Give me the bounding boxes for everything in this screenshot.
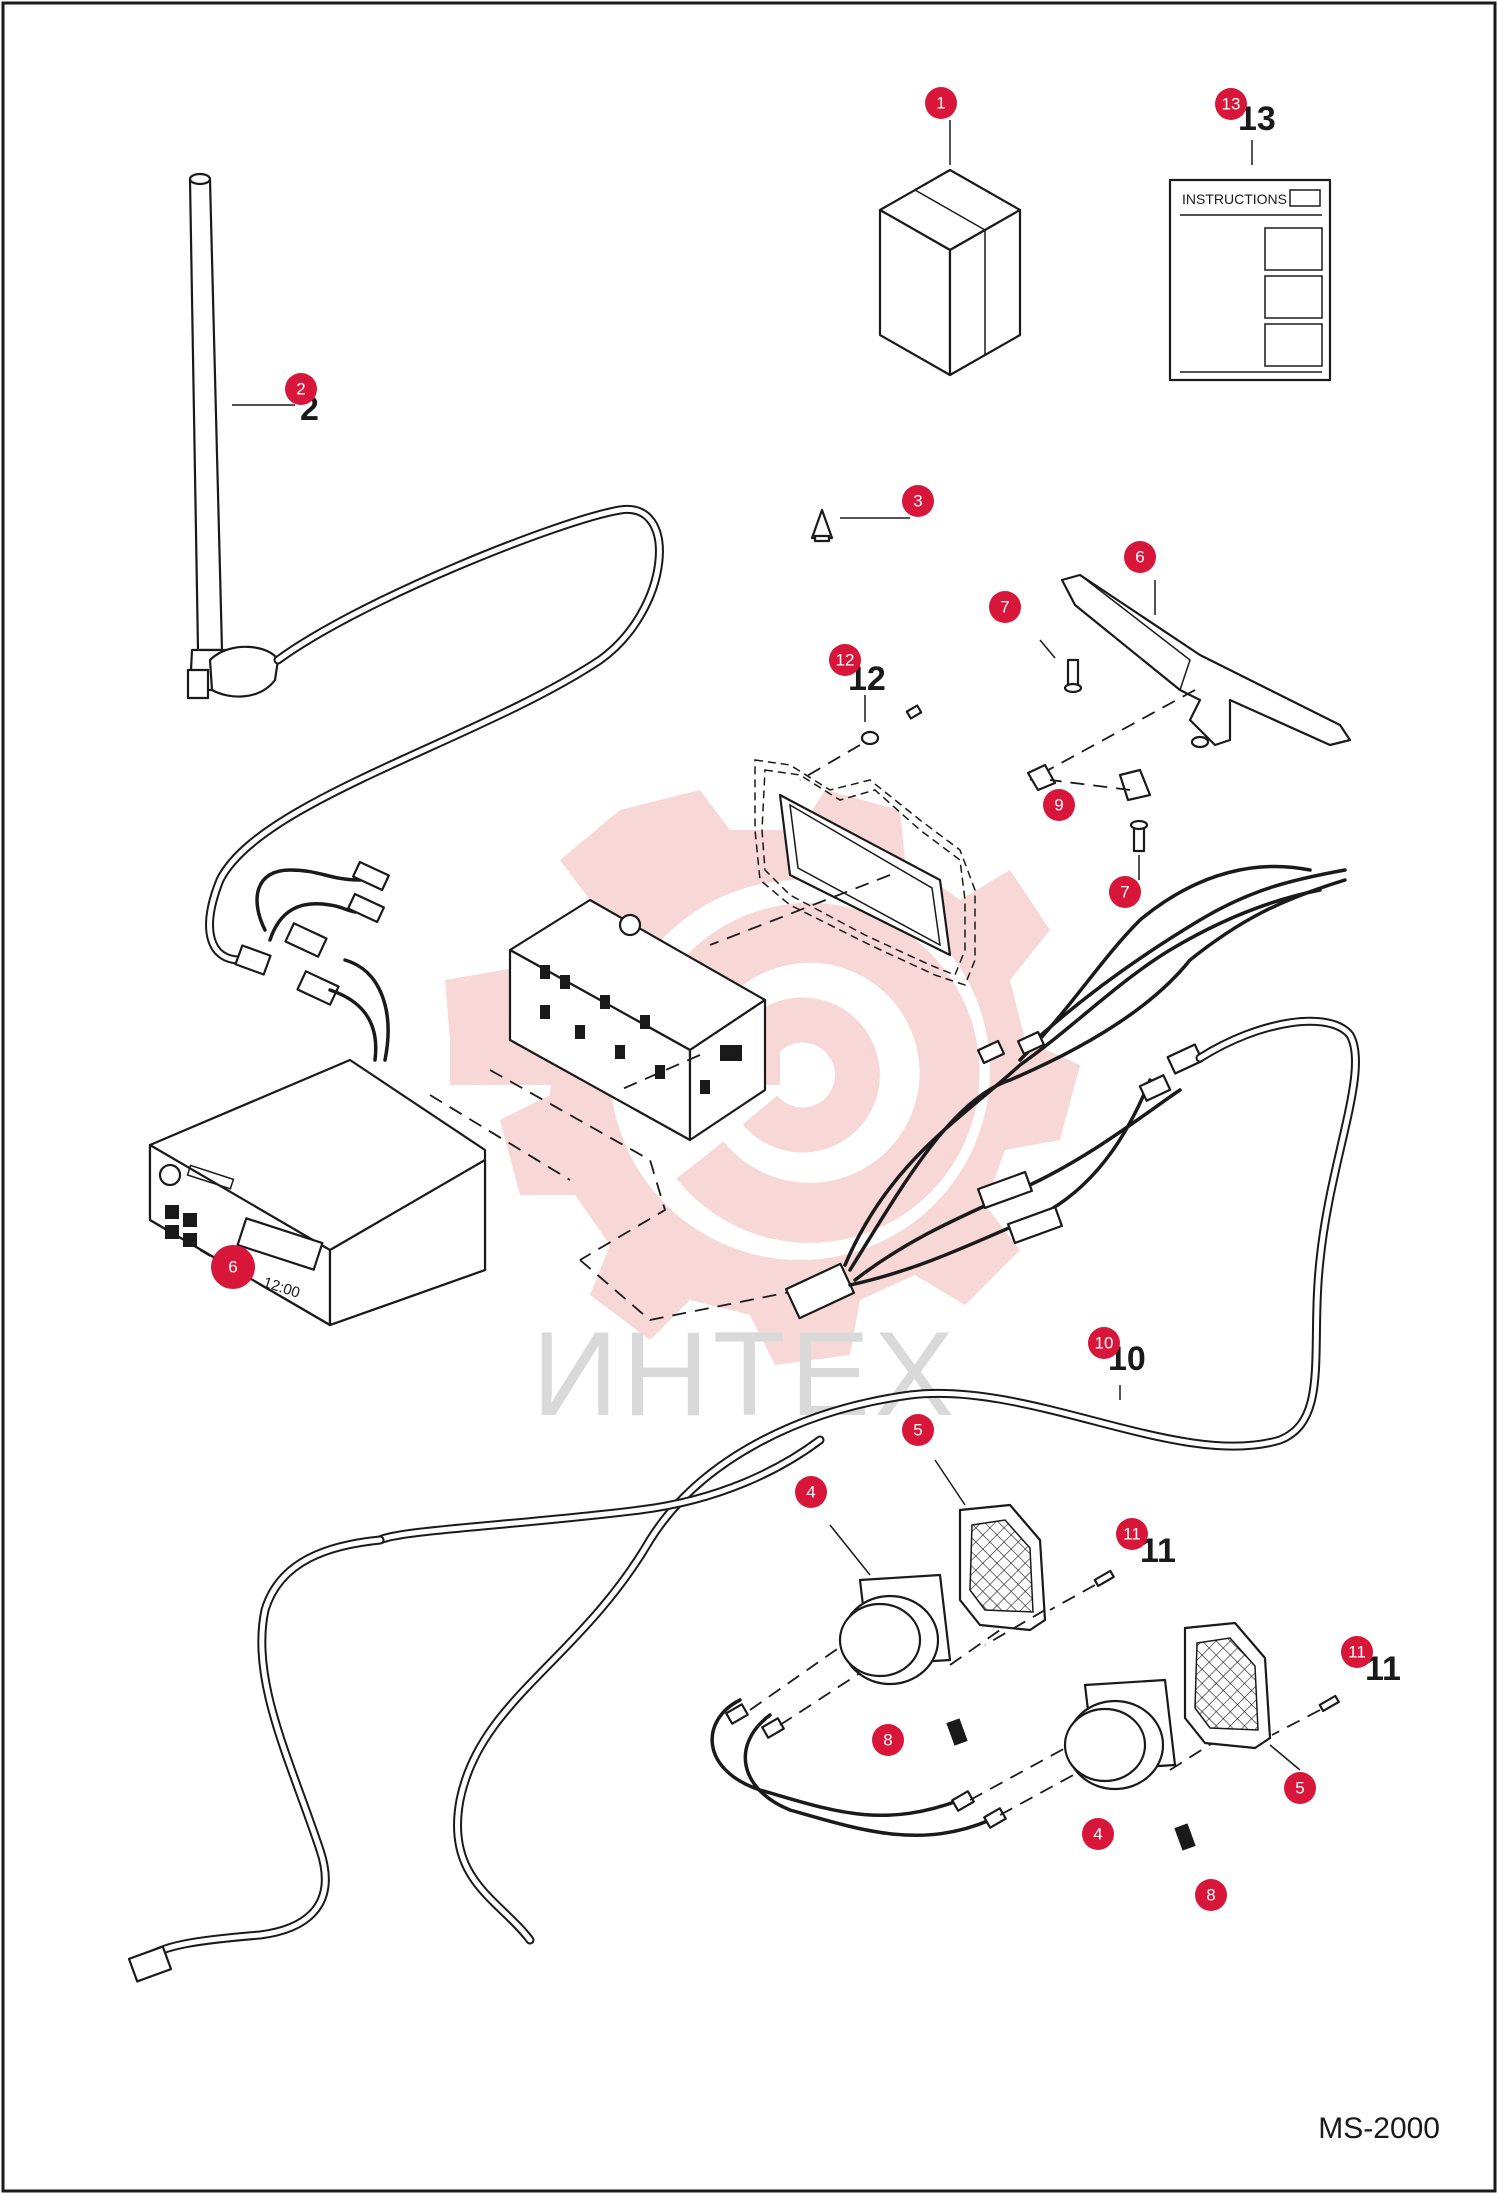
watermark-text: ИНТЕХ (532, 1307, 958, 1441)
grille-upper (958, 1503, 1047, 1632)
trim-bezel (754, 759, 976, 986)
figure-code: MS-2000 (1318, 2112, 1440, 2145)
wiring-harness (579, 864, 1347, 1321)
callout-5-upper: 5 (902, 1414, 934, 1446)
callout-7-lower: 7 (1109, 876, 1141, 908)
manual-title: INSTRUCTIONS (1182, 191, 1287, 207)
callout-2: 2 (285, 373, 317, 405)
svg-text:5: 5 (1295, 1779, 1304, 1798)
callout-11-upper: 11 (1116, 1518, 1148, 1550)
svg-text:4: 4 (806, 1483, 815, 1502)
screw-lower (1129, 819, 1149, 853)
mounting-bracket (1060, 573, 1352, 749)
svg-text:6: 6 (1135, 548, 1144, 567)
svg-text:13: 13 (1222, 95, 1241, 114)
speaker-leads (710, 1698, 1007, 1837)
callout-5-lower: 5 (1284, 1772, 1316, 1804)
svg-text:8: 8 (883, 1731, 892, 1750)
carton-box (878, 168, 1022, 377)
grille-lower (1183, 1621, 1272, 1750)
svg-text:12: 12 (836, 651, 855, 670)
callout-13: 13 (1215, 88, 1247, 120)
callout-9: 9 (1043, 789, 1075, 821)
speaker-cable (127, 1016, 1361, 1983)
antenna-cable (205, 504, 664, 976)
svg-text:6: 6 (228, 1258, 237, 1277)
callout-8-upper: 8 (872, 1724, 904, 1756)
callout-6-radio: 6 (211, 1245, 255, 1289)
svg-text:11: 11 (1348, 1643, 1366, 1662)
svg-text:7: 7 (1120, 883, 1129, 902)
callout-1: 1 (925, 87, 957, 119)
callout-4-lower: 4 (1082, 1818, 1114, 1850)
svg-text:9: 9 (1054, 796, 1063, 815)
svg-text:5: 5 (913, 1421, 922, 1440)
callout-3: 3 (902, 485, 934, 517)
instructions-manual: INSTRUCTIONS (1168, 178, 1332, 382)
callout-8-lower: 8 (1195, 1879, 1227, 1911)
antenna-adapter (255, 860, 390, 1062)
svg-text:8: 8 (1206, 1886, 1215, 1905)
callout-4-upper: 4 (795, 1476, 827, 1508)
grille-screw-upper (1093, 1569, 1115, 1588)
svg-text:11: 11 (1123, 1525, 1141, 1544)
washer-screw (860, 704, 923, 746)
callout-11-lower: 11 (1341, 1636, 1373, 1668)
svg-text:1: 1 (936, 94, 945, 113)
speaker-upper (838, 1573, 968, 1746)
speaker-lower (1063, 1678, 1196, 1851)
callout-6-bracket: 6 (1124, 541, 1156, 573)
grille-screw-lower (1318, 1694, 1340, 1713)
callout-7-upper: 7 (989, 591, 1021, 623)
svg-text:4: 4 (1093, 1825, 1102, 1844)
svg-text:7: 7 (1000, 598, 1009, 617)
antenna (186, 172, 280, 700)
callout-10: 10 (1088, 1327, 1120, 1359)
callout-12: 12 (829, 644, 861, 676)
push-rivet (810, 508, 834, 543)
screw-upper (1063, 658, 1083, 694)
svg-text:10: 10 (1095, 1334, 1114, 1353)
mounting-sleeve (508, 898, 767, 1142)
svg-text:3: 3 (913, 492, 922, 511)
sleeve-slots (540, 965, 742, 1094)
svg-text:2: 2 (296, 380, 305, 399)
speed-nut (1026, 763, 1152, 802)
